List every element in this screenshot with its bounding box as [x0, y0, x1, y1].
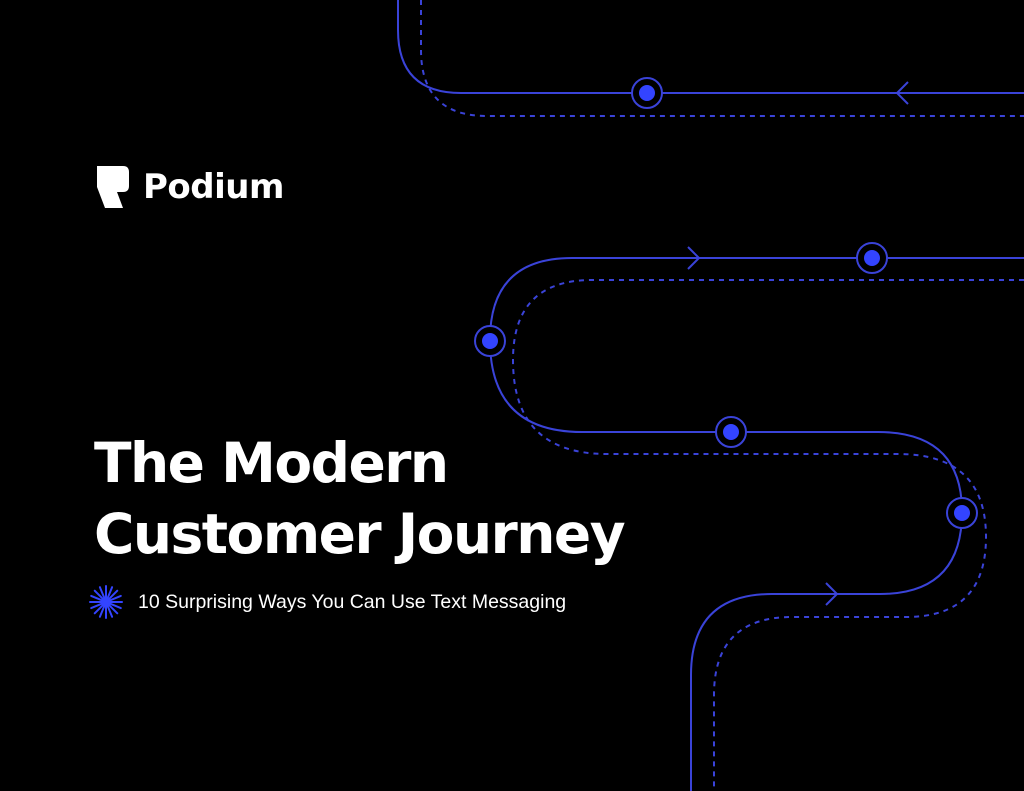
journey-path-main [488, 257, 1024, 791]
starburst-icon [89, 585, 123, 619]
journey-path-top [397, 0, 1024, 94]
journey-node [631, 77, 663, 109]
cover-subtitle: 10 Surprising Ways You Can Use Text Mess… [88, 584, 566, 620]
journey-node [946, 497, 978, 529]
arrow-left-chevron [895, 81, 909, 105]
journey-node [715, 416, 747, 448]
journey-path-main-dashed [511, 279, 1024, 791]
journey-path-top-dashed [420, 0, 1024, 117]
journey-node [856, 242, 888, 274]
cover-subtitle-text: 10 Surprising Ways You Can Use Text Mess… [138, 590, 567, 613]
cover-title: The Modern Customer Journey [94, 428, 626, 570]
journey-node [474, 325, 506, 357]
cover-title-line-2: Customer Journey [94, 502, 626, 566]
brand-name: Podium [143, 167, 284, 207]
journey-nodes [474, 77, 978, 529]
arrow-right-chevron-upper [687, 246, 701, 270]
podium-logo-icon [97, 166, 129, 208]
cover-title-line-1: The Modern [94, 431, 449, 495]
brand-logo: Podium [97, 166, 284, 208]
arrow-right-chevron-lower [825, 582, 839, 606]
